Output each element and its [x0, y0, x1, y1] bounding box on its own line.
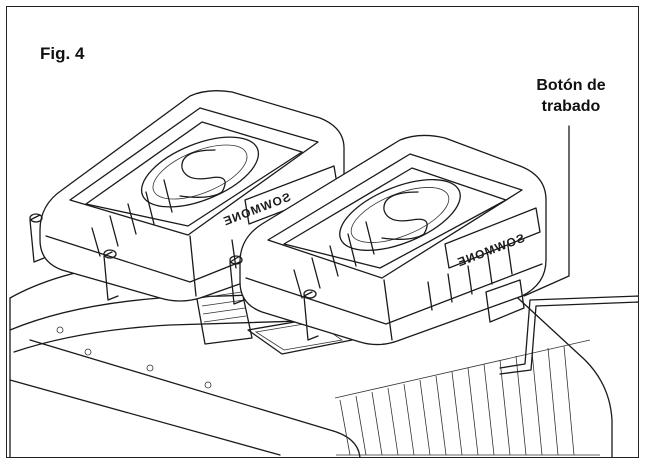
latch-button [485, 279, 525, 323]
callout-label: Botón de trabado [515, 75, 627, 117]
callout-leader-line [523, 125, 570, 297]
battery-right: SOWMONE [229, 134, 547, 346]
callout-line-1: Botón de [536, 77, 606, 94]
figure-label: Fig. 4 [40, 44, 85, 63]
callout-line-2: trabado [541, 98, 601, 115]
